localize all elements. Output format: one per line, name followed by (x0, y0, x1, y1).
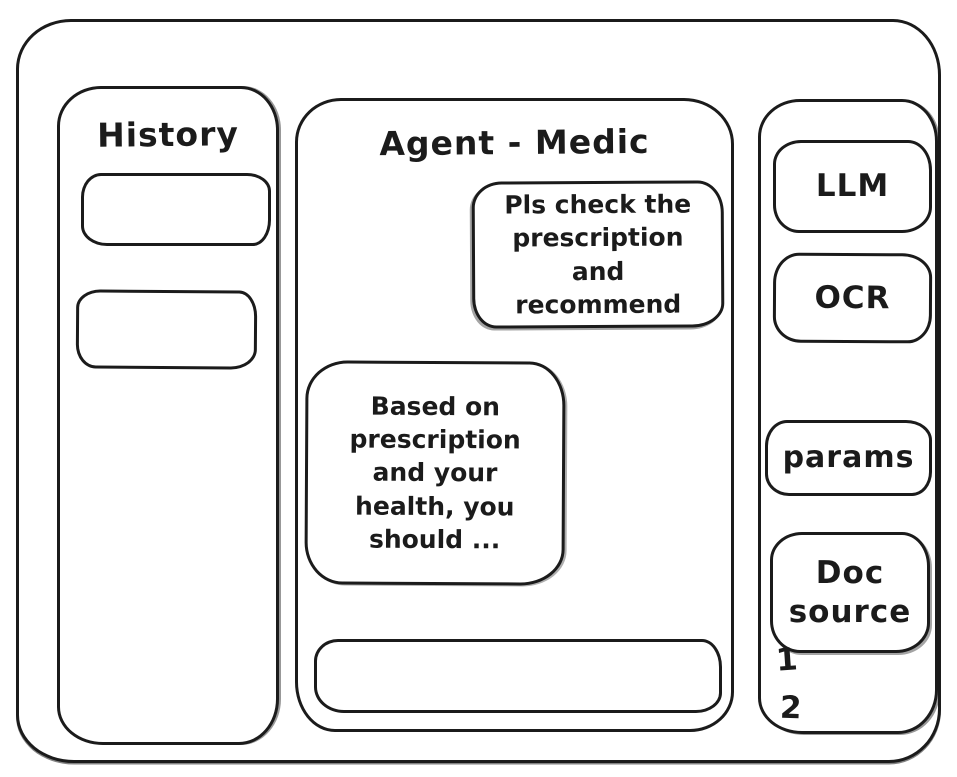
chat-panel: Agent - Medic Pls check the prescription… (295, 98, 734, 732)
user-message-bubble: Pls check the prescription and recommend (471, 180, 725, 329)
chat-title: Agent - Medic (379, 121, 650, 164)
history-title: History (96, 114, 240, 155)
history-panel: History (57, 86, 279, 745)
llm-button[interactable]: LLM (773, 140, 932, 233)
tools-panel: LLM OCR params Doc source 1 2 (758, 99, 938, 734)
params-button[interactable]: params (765, 420, 932, 496)
agent-message-bubble: Based on prescription and your health, y… (304, 360, 566, 586)
doc-source-item-1[interactable]: 1 (774, 641, 799, 679)
history-item[interactable] (81, 173, 271, 246)
doc-source-button[interactable]: Doc source (770, 532, 930, 653)
message-input[interactable] (314, 639, 722, 713)
ocr-button[interactable]: OCR (772, 252, 933, 344)
history-item[interactable] (75, 289, 258, 370)
doc-source-item-2[interactable]: 2 (779, 689, 803, 727)
app-window: History Agent - Medic Pls check the pres… (16, 19, 941, 763)
